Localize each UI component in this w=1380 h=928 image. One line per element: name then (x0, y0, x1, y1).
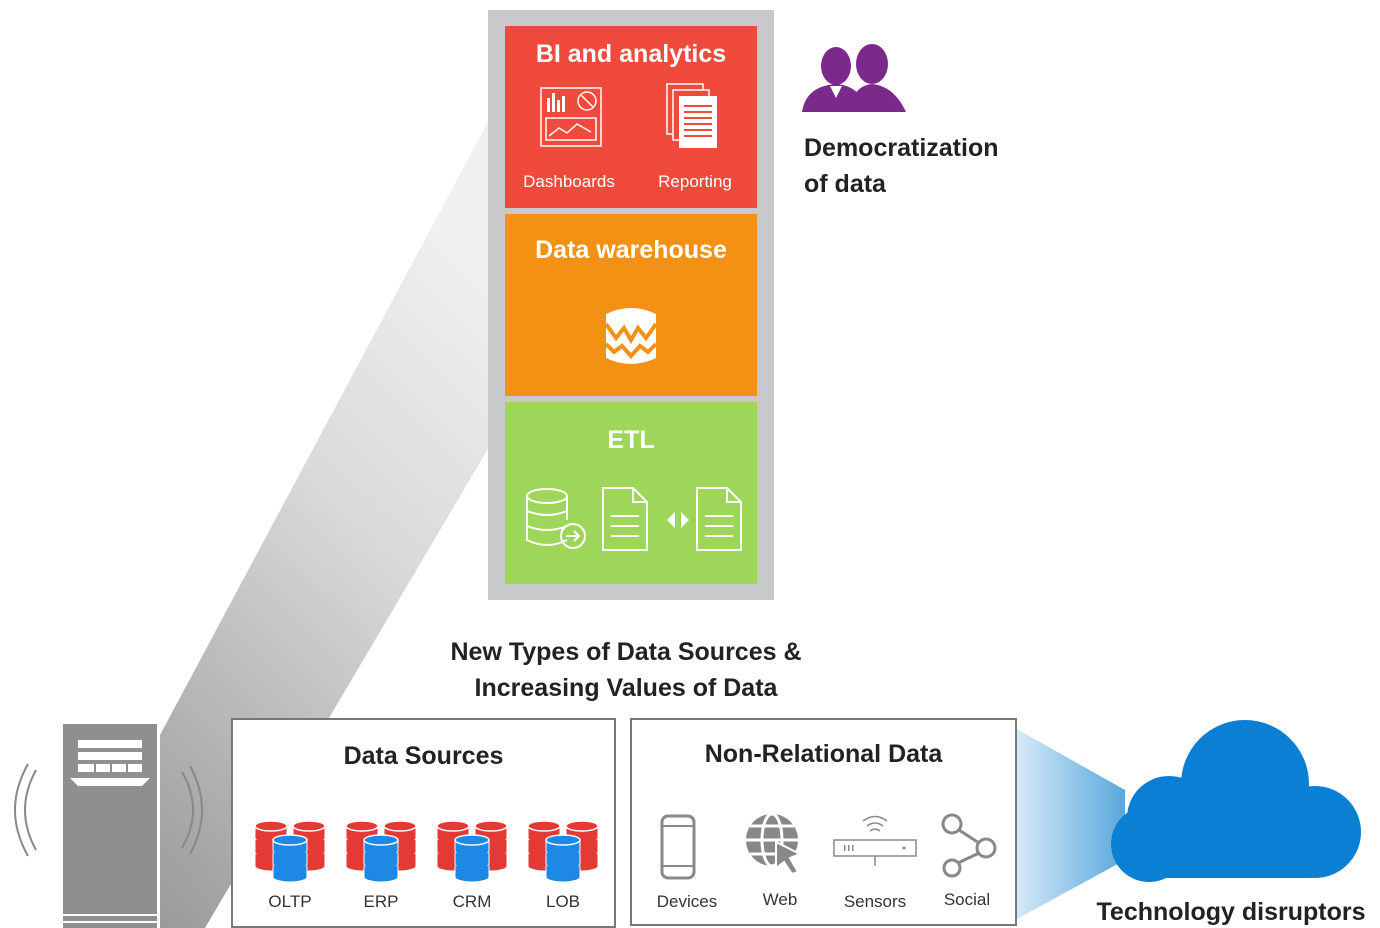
report-icon (666, 83, 717, 148)
dashboards-label: Dashboards (523, 172, 615, 191)
warehouse-title: Data warehouse (535, 236, 727, 264)
non-relational-box: Non-Relational Data Devices Web Sensors … (630, 718, 1017, 926)
etl-title: ETL (607, 426, 655, 454)
cloud-icon (1111, 720, 1361, 882)
cloud-beam (1015, 728, 1125, 920)
democratization-line2: of data (804, 170, 886, 198)
users-icon (802, 44, 906, 112)
bi-title: BI and analytics (535, 40, 727, 68)
non-relational-title: Non-Relational Data (704, 740, 943, 768)
nonrel-label-sensors: Sensors (843, 892, 907, 911)
bi-panel: BI and analytics Dashboards Reporting (505, 26, 757, 208)
nonrel-label-web: Web (762, 890, 798, 909)
dashboard-icon (540, 87, 602, 147)
share-icon (941, 813, 997, 878)
server-icon (14, 724, 203, 928)
database-stack-icon (345, 820, 417, 882)
reporting-label: Reporting (658, 172, 732, 191)
data-sources-title: Data Sources (343, 742, 504, 770)
democratization-line1: Democratization (804, 134, 999, 162)
data-sources-box: Data Sources OLTP ERP CRM LOB (231, 718, 616, 928)
phone-icon (660, 814, 696, 880)
database-export-icon (526, 488, 586, 549)
source-label-erp: ERP (363, 892, 399, 911)
source-label-lob: LOB (545, 892, 581, 911)
sensor-icon (833, 815, 917, 866)
nonrel-label-social: Social (943, 890, 991, 909)
database-stack-icon (436, 820, 508, 882)
database-stack-icon (527, 820, 599, 882)
source-label-oltp: OLTP (268, 892, 312, 911)
globe-cursor-icon (746, 812, 803, 876)
document-transfer-icon (602, 487, 742, 551)
source-label-crm: CRM (452, 892, 492, 911)
cloud-label: Technology disruptors (1096, 898, 1366, 926)
heading-line1: New Types of Data Sources & (450, 638, 802, 666)
database-stack-icon (254, 820, 326, 882)
etl-panel: ETL (505, 402, 757, 584)
database-icon (604, 308, 658, 364)
heading-line2: Increasing Values of Data (474, 674, 778, 702)
nonrel-label-devices: Devices (656, 892, 718, 911)
warehouse-panel: Data warehouse (505, 214, 757, 396)
